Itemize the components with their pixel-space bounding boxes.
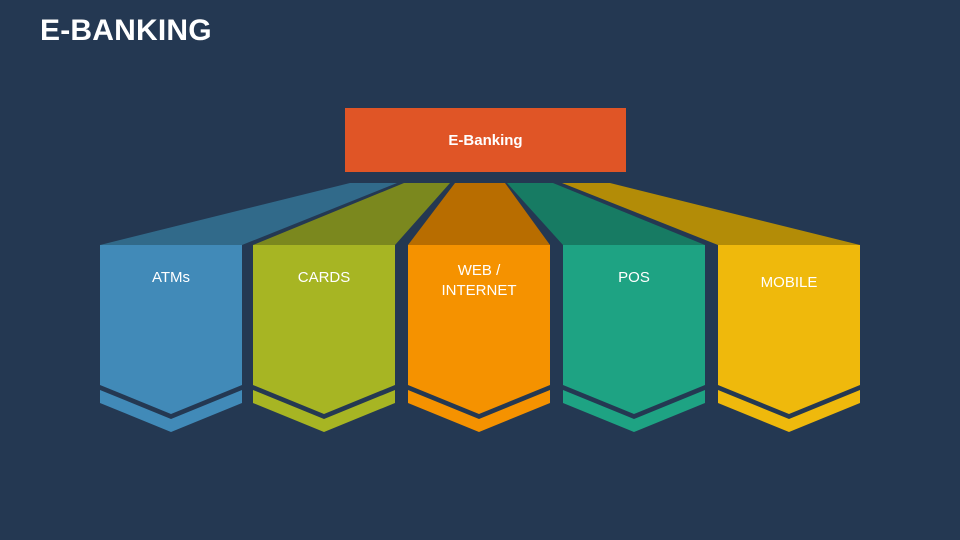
branch-label-cards: CARDS [297, 269, 351, 286]
branch-connector-atms [100, 183, 397, 245]
branch-body-web-internet [408, 245, 550, 414]
branch-label-web-line1: WEB / [457, 262, 501, 279]
branch-body-cards [253, 245, 395, 414]
branch-connector-mobile [562, 183, 860, 245]
branch-body-atms [100, 245, 242, 414]
root-node-label: E-Banking [448, 131, 523, 149]
root-node-e-banking: E-Banking [345, 108, 626, 172]
branch-connector-web-internet [408, 183, 550, 245]
branch-body-pos [563, 245, 705, 414]
branch-label-mobile: MOBILE [760, 274, 818, 291]
branch-chevron-web-internet [408, 390, 550, 432]
branch-chevron-mobile [718, 390, 860, 432]
branch-label-pos: POS [618, 269, 650, 286]
branch-label-atms: ATMs [151, 269, 191, 286]
slide-title: E-BANKING [40, 14, 212, 47]
branch-connector-pos [507, 183, 705, 245]
branch-connector-cards [253, 183, 450, 245]
branch-body-mobile [718, 245, 860, 414]
branch-chevron-pos [563, 390, 705, 432]
branch-chevron-cards [253, 390, 395, 432]
branch-label-web-line2: INTERNET [441, 282, 517, 299]
branch-chevron-atms [100, 390, 242, 432]
branch-label-web-internet: WEB / INTERNET [408, 261, 550, 301]
